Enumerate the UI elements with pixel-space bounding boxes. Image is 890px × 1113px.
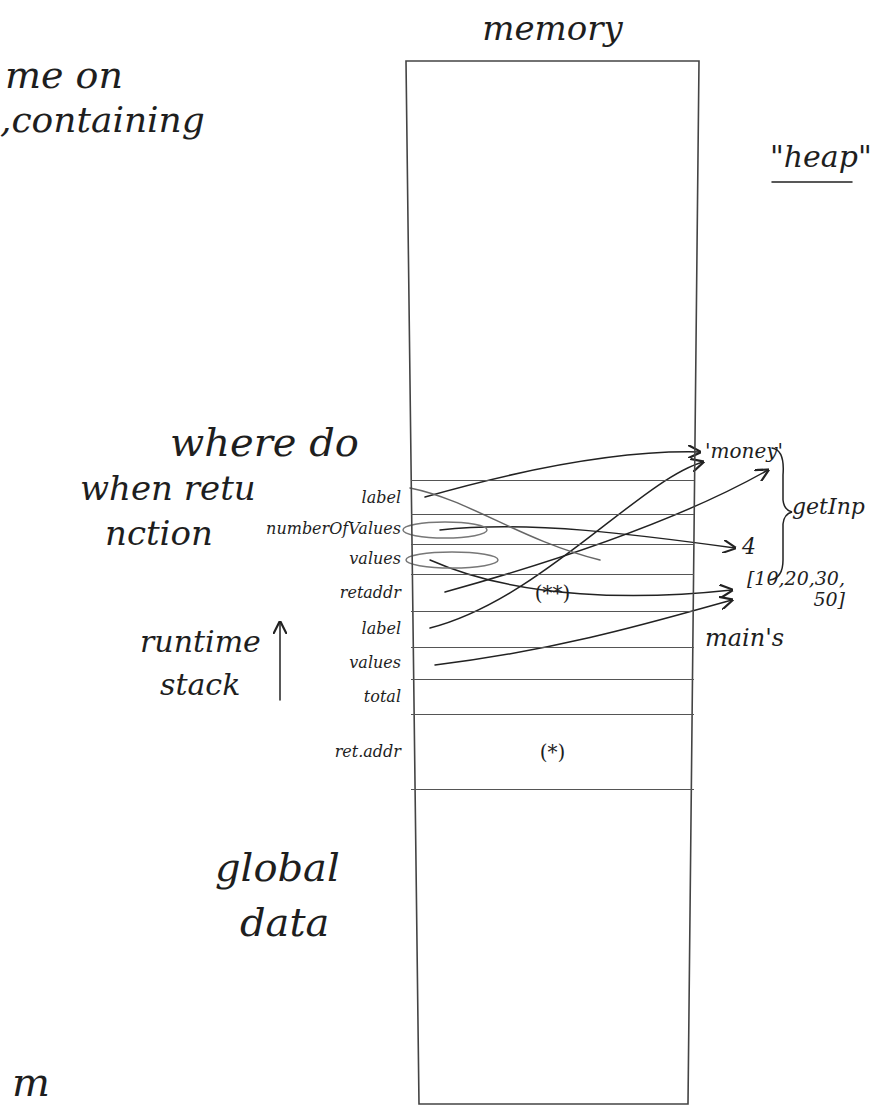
pointer-arrow	[430, 462, 703, 628]
slot-name: label	[362, 621, 401, 637]
heap-value: 4	[742, 535, 756, 559]
note-text: when retu	[80, 470, 256, 507]
stack-slot: total	[411, 680, 694, 715]
slot-name: values	[349, 551, 401, 567]
slot-name: retaddr	[340, 585, 401, 601]
slot-name: values	[349, 655, 401, 671]
region-label: global	[215, 845, 340, 889]
region-label: stack	[160, 668, 240, 701]
heap-value: [10,20,30, 50]	[735, 568, 845, 610]
slot-name: total	[364, 689, 401, 705]
pointer-arrow	[435, 600, 732, 665]
cut-off-note: ,containing	[0, 100, 205, 140]
heap-value: main's	[705, 625, 784, 651]
slot-name: ret.addr	[335, 744, 401, 760]
column-outline	[406, 61, 699, 1104]
region-label: data	[240, 900, 329, 944]
stack-slot: values	[411, 648, 694, 680]
scribble-line	[410, 488, 600, 560]
stack-slot: ret.addr(*)	[411, 715, 694, 790]
pointer-arrow	[445, 470, 768, 592]
heap-value: getInp	[792, 495, 865, 519]
stack-slot: retaddr(**)	[411, 575, 694, 612]
stack-slot: numberOfValues	[411, 515, 694, 545]
slot-name: numberOfValues	[266, 521, 401, 537]
cut-off-note: m	[12, 1060, 50, 1104]
stack-slot: values	[411, 545, 694, 575]
slot-marker: (*)	[411, 742, 694, 762]
bracket	[770, 448, 792, 580]
memory-column: memorylabelnumberOfValuesvaluesretaddr(*…	[405, 60, 700, 1105]
stack-slot: label	[411, 480, 694, 515]
slot-name: label	[362, 490, 401, 506]
stack-slot: label	[411, 612, 694, 648]
heap-value: 'money'	[705, 440, 783, 462]
note-text: where do	[170, 420, 359, 464]
scribble-loop	[406, 552, 498, 568]
scribble-loop	[403, 522, 487, 538]
growth-arrow	[279, 622, 281, 700]
region-label: runtime	[140, 625, 261, 658]
pointer-arrow	[430, 560, 732, 596]
cut-off-note: me on	[5, 55, 123, 97]
slot-marker: (**)	[411, 583, 694, 603]
column-heading: memory	[405, 8, 700, 48]
pointer-arrow	[425, 452, 700, 497]
region-label: "heap"	[770, 140, 872, 173]
note-text: nction	[105, 515, 213, 552]
underline	[772, 181, 852, 183]
